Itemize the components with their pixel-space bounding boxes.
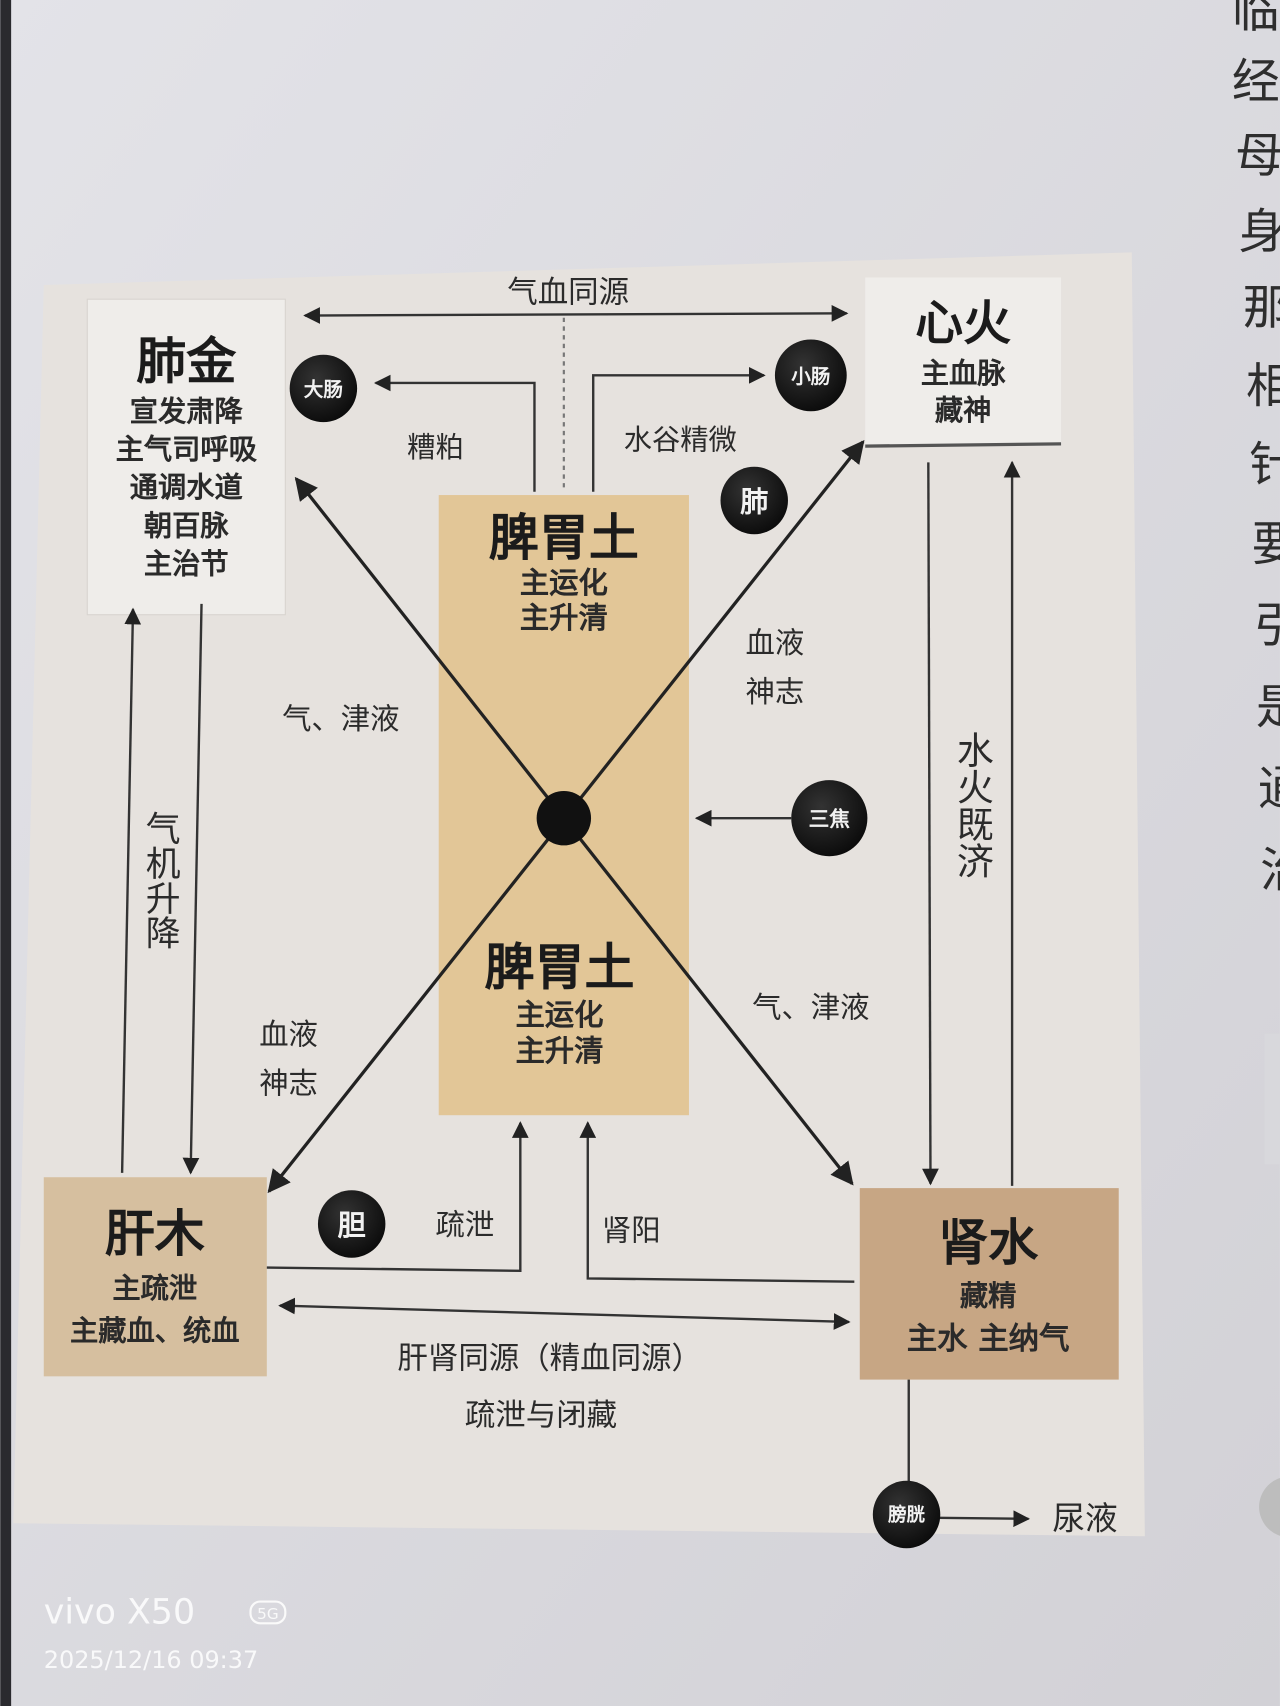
sanjiao-label: 三焦 (809, 807, 851, 831)
badge-5g-outline (249, 1600, 287, 1625)
side-char: 是 (1256, 681, 1280, 736)
badge-5g: 5G (257, 1605, 278, 1623)
liver-line: 主藏血、统血 (70, 1314, 240, 1347)
large-intestine-node: 大肠 (289, 354, 358, 423)
essence-label: 水谷精微 (624, 423, 737, 456)
lung-metal-box: 肺金 宣发肃降 主气司呼吸 通调水道 朝百脉 主治节 (86, 298, 286, 616)
side-char: 通 (1258, 762, 1280, 817)
gallbladder-node: 胆 (317, 1190, 386, 1258)
kidney-yang-arrow (579, 1121, 855, 1283)
side-char: 治 (1260, 844, 1280, 899)
lung-node: 肺 (720, 466, 788, 535)
dispersion-storage-label: 疏泄与闭藏 (465, 1398, 617, 1433)
side-char: 身 (1238, 205, 1280, 260)
kidney-line: 藏精 (960, 1280, 1017, 1313)
side-char: 经 (1232, 55, 1280, 110)
side-char: 针 (1249, 438, 1280, 493)
spleen-title-top: 脾胃土 (489, 509, 639, 567)
qi-fluid-label-left: 气、津液 (282, 702, 399, 736)
spleen-line-top: 主升清 (520, 601, 608, 635)
lung-line: 朝百脉 (144, 509, 230, 542)
camera-watermark: vivo X50 5G 2025/12/16 09:37 (44, 1592, 287, 1674)
lung-line: 主气司呼吸 (116, 433, 258, 466)
lung-line: 通调水道 (130, 471, 243, 504)
qi-down-arrow (182, 603, 203, 1175)
kidney-yang-label: 肾阳 (602, 1213, 661, 1247)
spleen-title-bottom: 脾胃土 (484, 939, 634, 997)
spleen-line-bottom: 主升清 (515, 1034, 603, 1068)
kidney-line: 主水 主纳气 (907, 1322, 1070, 1357)
heart-fire-box: 心火 主血脉 藏神 (865, 277, 1062, 448)
kidney-water-box: 肾水 藏精 主水 主纳气 (859, 1188, 1119, 1380)
side-char: 引 (1254, 599, 1280, 654)
lung-title: 肺金 (136, 333, 237, 391)
sanjiao-node: 三焦 (791, 780, 868, 857)
bladder-label: 膀胱 (887, 1504, 925, 1526)
side-char: 相 (1246, 360, 1280, 415)
urine-arrow (938, 1510, 1031, 1528)
heart-line: 藏神 (935, 394, 992, 427)
qi-fluid-label-right: 气、津液 (752, 990, 869, 1024)
liver-line: 主疏泄 (112, 1272, 197, 1305)
qi-blood-label: 气血同源 (507, 275, 629, 310)
side-char: 母 (1235, 129, 1280, 184)
spleen-line-bottom: 主运化 (515, 998, 603, 1032)
water-down-arrow (922, 462, 939, 1186)
side-char: 要 (1251, 517, 1280, 572)
spleen-line-top: 主运化 (520, 566, 608, 600)
lung-node-label: 肺 (740, 485, 768, 518)
lung-line: 主治节 (144, 547, 229, 580)
qi-movement-label: 气机升降 (140, 810, 180, 950)
blood-label-right: 血液 (746, 626, 805, 660)
heart-line: 主血脉 (921, 357, 1007, 390)
qi-up-arrow (120, 607, 142, 1173)
liver-kidney-label: 肝肾同源（精血同源） (397, 1342, 702, 1377)
liver-kidney-arrow (278, 1297, 851, 1330)
small-intestine-node: 小肠 (774, 339, 847, 412)
device-name: vivo X50 (44, 1592, 195, 1632)
photo-timestamp: 2025/12/16 09:37 (44, 1646, 258, 1674)
dregs-label: 糟粕 (407, 431, 464, 464)
spirit-label-right: 神志 (746, 675, 805, 709)
kidney-title: 肾水 (938, 1214, 1039, 1272)
screen-edge (0, 0, 12, 1706)
dispersion-arrow (266, 1121, 529, 1273)
lung-line: 宣发肃降 (130, 395, 244, 428)
side-article-text: 临 经 母 身 那 相 针 要 引 是 通 治 (1232, 0, 1280, 1537)
qi-blood-arrow (303, 305, 849, 324)
liver-wood-box: 肝木 主疏泄 主藏血、统血 (43, 1177, 267, 1377)
center-node (536, 790, 592, 846)
dispersion-label: 疏泄 (435, 1208, 494, 1242)
heart-title: 心火 (915, 296, 1011, 351)
small-intestine-label: 小肠 (791, 365, 830, 388)
urine-label: 尿液 (1052, 1500, 1117, 1538)
side-avatar (1259, 1476, 1280, 1537)
spirit-label-left: 神志 (259, 1066, 318, 1100)
side-char: 临 (1232, 0, 1280, 39)
side-char: 那 (1243, 281, 1280, 336)
side-card (1265, 1034, 1280, 1165)
bladder-node: 膀胱 (872, 1480, 941, 1549)
large-intestine-label: 大肠 (304, 378, 343, 401)
liver-title: 肝木 (105, 1205, 205, 1263)
blood-label-left: 血液 (259, 1017, 318, 1051)
gallbladder-label: 胆 (338, 1209, 366, 1242)
water-fire-label: 水火既济 (950, 731, 993, 879)
